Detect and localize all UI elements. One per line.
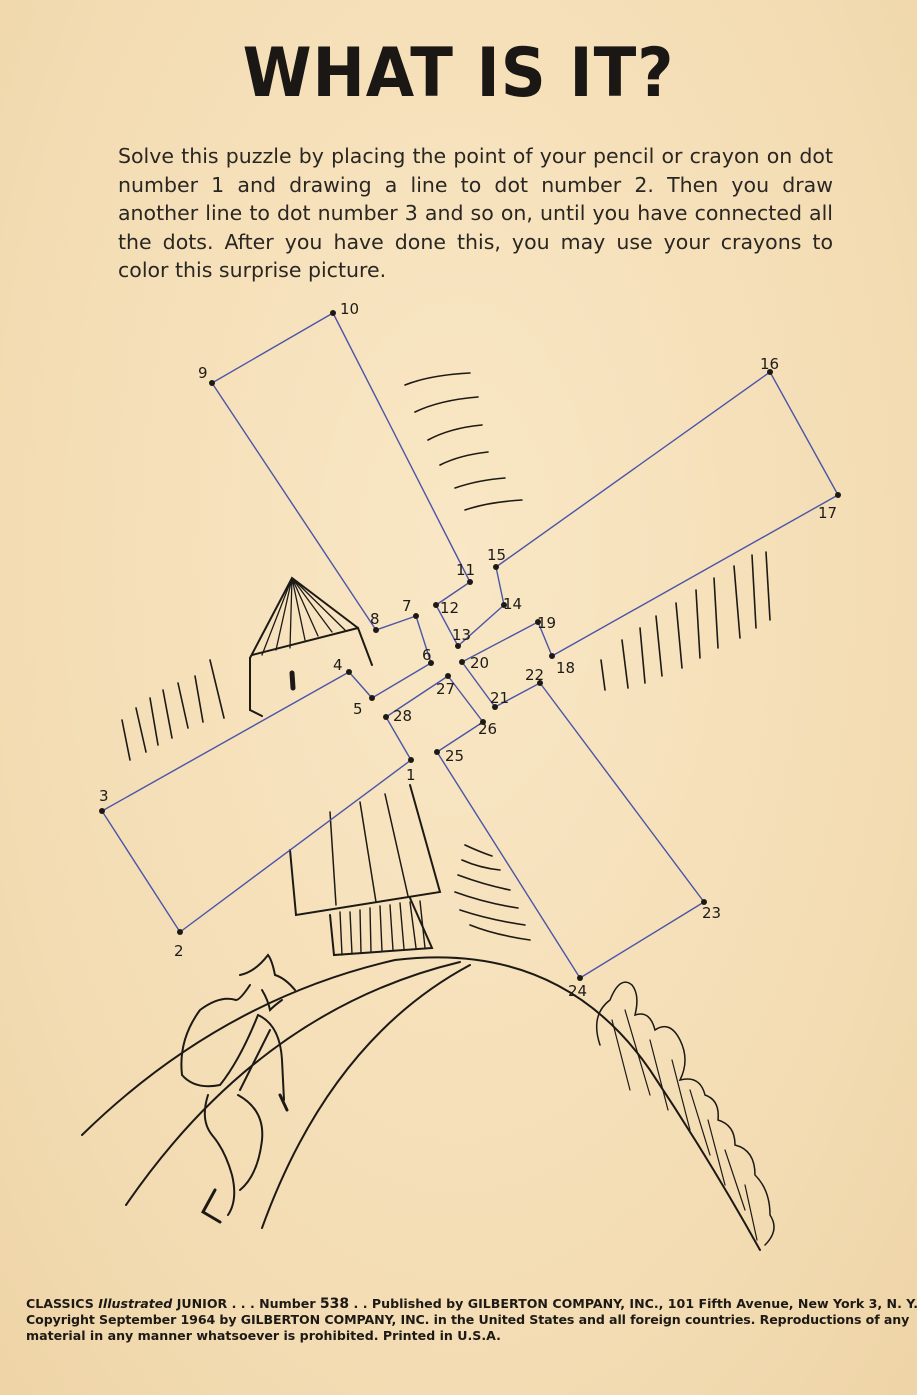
dot-label: 18 bbox=[556, 659, 575, 677]
dot-23 bbox=[701, 899, 707, 905]
dot-label: 28 bbox=[393, 707, 412, 725]
dot-label: 15 bbox=[487, 546, 506, 564]
dot-18 bbox=[549, 653, 555, 659]
publication-footer: CLASSICS Illustrated JUNIOR . . . Number… bbox=[26, 1296, 917, 1344]
footer-line-1: CLASSICS Illustrated JUNIOR . . . Number… bbox=[26, 1296, 917, 1312]
dot-6 bbox=[428, 660, 434, 666]
dot-label: 19 bbox=[537, 614, 556, 632]
dot-7 bbox=[413, 613, 419, 619]
pencil-connecting-lines bbox=[101, 312, 839, 979]
dot-label: 27 bbox=[436, 680, 455, 698]
dot-label: 21 bbox=[490, 689, 509, 707]
dot-labels: 1 2 3 4 5 6 7 8 9 10 11 12 13 14 15 16 1… bbox=[99, 300, 837, 1000]
dot-label: 25 bbox=[445, 747, 464, 765]
dot-26 bbox=[480, 719, 486, 725]
dot-12 bbox=[433, 602, 439, 608]
footer-line-2: Copyright September 1964 by GILBERTON CO… bbox=[26, 1312, 910, 1327]
dot-label: 13 bbox=[452, 626, 471, 644]
dot-11 bbox=[467, 579, 473, 585]
dot-9 bbox=[209, 380, 215, 386]
dot-25 bbox=[434, 749, 440, 755]
dot-label: 23 bbox=[702, 904, 721, 922]
dot-1 bbox=[408, 757, 414, 763]
dot-label: 26 bbox=[478, 720, 497, 738]
dot-10 bbox=[330, 310, 336, 316]
dot-label: 20 bbox=[470, 654, 489, 672]
dot-28 bbox=[383, 714, 389, 720]
issue-number: 538 bbox=[319, 1296, 350, 1312]
dot-label: 10 bbox=[340, 300, 359, 318]
instructions-text: Solve this puzzle by placing the point o… bbox=[118, 144, 833, 282]
dot-label: 8 bbox=[370, 610, 380, 628]
dot-15 bbox=[493, 564, 499, 570]
dot-label: 7 bbox=[402, 597, 412, 615]
dot-21 bbox=[492, 704, 498, 710]
dot-label: 24 bbox=[568, 982, 587, 1000]
dot-label: 3 bbox=[99, 787, 109, 805]
dot-label: 14 bbox=[503, 595, 522, 613]
dot-label: 16 bbox=[760, 355, 779, 373]
dot-label: 17 bbox=[818, 504, 837, 522]
dot-20 bbox=[459, 659, 465, 665]
dot-label: 6 bbox=[422, 646, 432, 664]
dot-4 bbox=[346, 669, 352, 675]
dot-27 bbox=[445, 673, 451, 679]
dot-8 bbox=[373, 627, 379, 633]
dot-label: 11 bbox=[456, 561, 475, 579]
dot-17 bbox=[835, 492, 841, 498]
footer-line-3: material in any manner whatsoever is pro… bbox=[26, 1328, 501, 1343]
dot-5 bbox=[369, 695, 375, 701]
dot-16 bbox=[767, 369, 773, 375]
dot-markers bbox=[99, 310, 841, 981]
dot-label: 12 bbox=[440, 599, 459, 617]
dot-label: 5 bbox=[353, 700, 363, 718]
dot-label: 2 bbox=[174, 942, 184, 960]
page-title: WHAT IS IT? bbox=[242, 34, 675, 113]
dot-3 bbox=[99, 808, 105, 814]
dot-2 bbox=[177, 929, 183, 935]
dot-label: 9 bbox=[198, 364, 208, 382]
dot-24 bbox=[577, 975, 583, 981]
dot-label: 22 bbox=[525, 666, 544, 684]
dot-19 bbox=[535, 619, 541, 625]
dot-label: 4 bbox=[333, 656, 343, 674]
dot-label: 1 bbox=[406, 766, 416, 784]
dot-22 bbox=[537, 680, 543, 686]
dot-14 bbox=[501, 602, 507, 608]
dot-13 bbox=[455, 643, 461, 649]
printed-drawing bbox=[81, 372, 775, 1251]
